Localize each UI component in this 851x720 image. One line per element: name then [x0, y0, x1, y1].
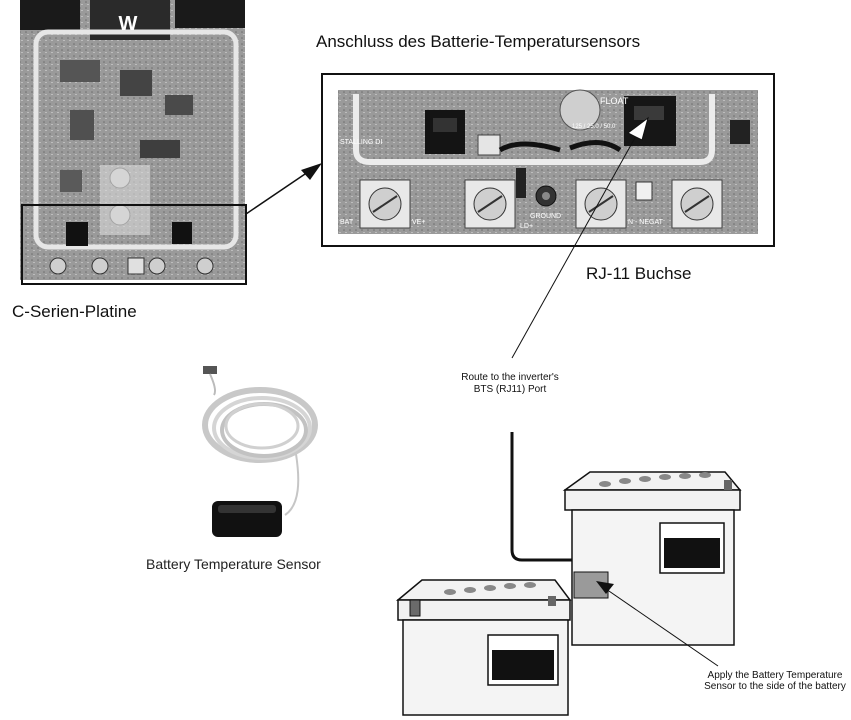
- board-label-bat: BAT: [340, 219, 354, 226]
- board-label-ve: VE+: [412, 219, 425, 226]
- board-label-installing: STALLING DI: [340, 139, 382, 146]
- board-logo: W: [119, 13, 138, 35]
- temperature-sensor-photo: [203, 366, 315, 537]
- back-battery: [565, 472, 740, 645]
- board-caption: C-Serien-Platine: [12, 302, 137, 322]
- apply-instruction: Apply the Battery Temperature Sensor to …: [700, 670, 850, 692]
- board-label-negat: N - NEGAT: [628, 219, 664, 226]
- route-instruction: Route to the inverter's BTS (RJ11) Port: [460, 372, 560, 396]
- zoom-arrow-head: [301, 163, 322, 180]
- header-caption: Anschluss des Batterie-Temperatursensors: [316, 32, 640, 52]
- front-battery: [398, 580, 570, 715]
- sensor-caption: Battery Temperature Sensor: [146, 556, 321, 572]
- board-label-ground: GROUND: [530, 213, 561, 220]
- board-label-float: FLOAT: [600, 96, 629, 106]
- zoomed-board-photo: [322, 74, 774, 246]
- rj11-jack-caption: RJ-11 Buchse: [586, 264, 692, 284]
- board-label-torque: Torque 25 in. LB: [761, 169, 768, 220]
- zoom-arrow-line: [246, 172, 308, 214]
- board-label-float-values: 125 / 25.0 / 50.0: [572, 124, 616, 130]
- circuit-board-photo: [20, 0, 245, 280]
- board-label-led: LD+: [520, 223, 533, 230]
